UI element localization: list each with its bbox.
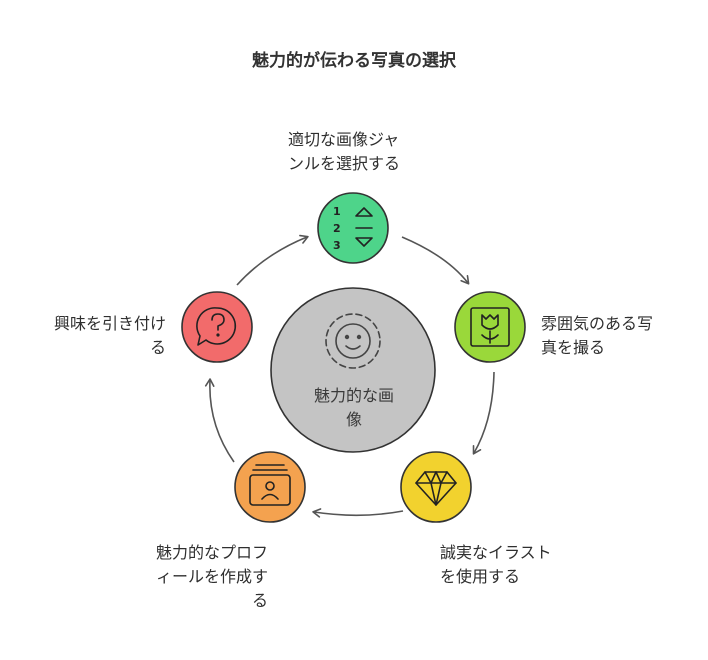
- smiley-face-icon: [325, 313, 381, 369]
- node-label-honest: 誠実なイラスト を使用する: [440, 541, 552, 589]
- node-label-interest-line-2: る: [149, 338, 166, 357]
- node-label-profile-line-1: 魅力的なプロフ: [155, 543, 268, 562]
- node-label-atmosphere-line-1: 雰囲気のある写: [541, 314, 654, 333]
- question-bubble-icon: [196, 307, 237, 346]
- svg-text:2: 2: [333, 222, 341, 235]
- node-label-interest-line-1: 興味を引き付け: [53, 314, 166, 333]
- node-label-profile-line-2: ィールを作成す: [155, 567, 268, 586]
- node-label-genre-line-2: ンルを選択する: [288, 154, 401, 173]
- profile-card-icon: [249, 464, 291, 506]
- diagram-title: 魅力的が伝わる写真の選択: [252, 51, 456, 71]
- svg-text:3: 3: [333, 239, 341, 252]
- tulip-frame-icon: [470, 307, 510, 347]
- arrow-atmosphere-to-honest: [472, 371, 495, 455]
- ordered-list-sort-icon: 1 2 3: [333, 205, 373, 252]
- center-label-line-1: 魅力的な画: [313, 386, 394, 405]
- node-label-atmosphere-line-2: 真を撮る: [541, 338, 606, 357]
- node-circle-interest: [181, 291, 253, 363]
- svg-text:1: 1: [333, 205, 341, 218]
- node-label-profile: 魅力的なプロフ ィールを作成す る: [120, 541, 268, 613]
- center-circle: [270, 287, 436, 453]
- arrow-profile-to-interest: [204, 378, 235, 463]
- node-circle-profile: [234, 451, 306, 523]
- arrow-interest-to-genre: [236, 234, 309, 286]
- node-label-genre-line-1: 適切な画像ジャ: [288, 130, 400, 149]
- node-label-interest: 興味を引き付け る: [20, 312, 166, 360]
- node-circle-atmosphere: [454, 291, 526, 363]
- diamond-icon: [415, 471, 457, 506]
- node-label-atmosphere: 雰囲気のある写 真を撮る: [541, 312, 653, 360]
- arrow-honest-to-profile: [312, 508, 404, 518]
- arrow-genre-to-atmosphere: [401, 236, 470, 285]
- node-label-profile-line-3: る: [251, 591, 268, 610]
- center-label: 魅力的な画 像: [284, 384, 424, 432]
- node-circle-genre: [317, 192, 389, 264]
- node-label-honest-line-2: を使用する: [440, 567, 521, 586]
- node-label-genre: 適切な画像ジャ ンルを選択する: [288, 128, 400, 176]
- node-label-honest-line-1: 誠実なイラスト: [440, 543, 552, 562]
- center-label-line-2: 像: [345, 410, 362, 429]
- node-circle-honest: [400, 451, 472, 523]
